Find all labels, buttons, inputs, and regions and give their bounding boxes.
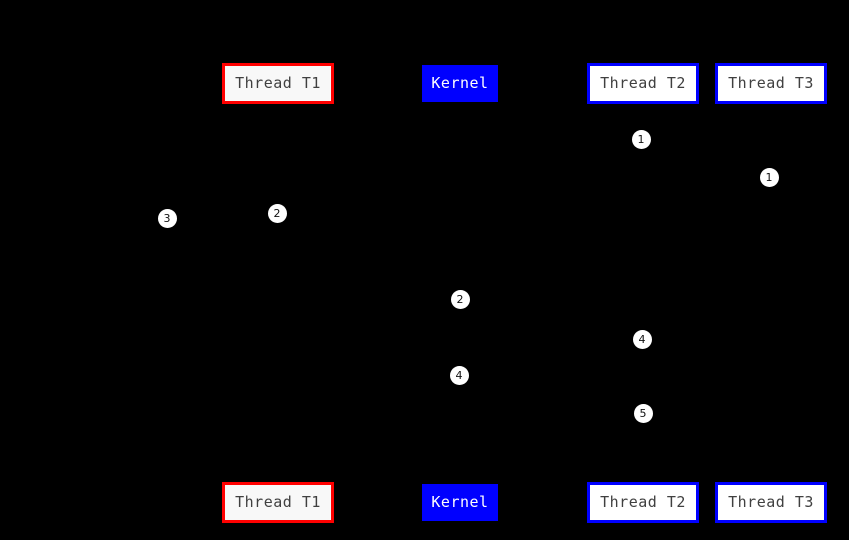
- step-number: 3: [163, 211, 171, 225]
- participant-t2-header[interactable]: Thread T2: [587, 63, 699, 104]
- participant-label: Kernel: [431, 74, 489, 92]
- step-badge-4-t2: 4: [632, 329, 652, 349]
- step-badge-4-kernel: 4: [449, 365, 469, 385]
- step-badge-1-t2: 1: [631, 129, 651, 149]
- lifeline-t3: [771, 104, 772, 482]
- participant-kernel-header[interactable]: Kernel: [422, 65, 498, 102]
- participant-label: Thread T1: [235, 493, 321, 511]
- step-number: 2: [273, 206, 281, 220]
- step-number: 1: [765, 170, 773, 184]
- participant-t1-header[interactable]: Thread T1: [222, 63, 334, 104]
- lifeline-t2: [643, 104, 644, 482]
- participant-t2-footer[interactable]: Thread T2: [587, 482, 699, 523]
- participant-t3-header[interactable]: Thread T3: [715, 63, 827, 104]
- step-number: 4: [455, 368, 463, 382]
- participant-label: Kernel: [431, 493, 489, 511]
- step-badge-3-t1: 3: [157, 208, 177, 228]
- step-badge-2-kernel: 2: [450, 289, 470, 309]
- step-number: 1: [637, 132, 645, 146]
- participant-label: Thread T3: [728, 493, 814, 511]
- participant-t3-footer[interactable]: Thread T3: [715, 482, 827, 523]
- participant-label: Thread T2: [600, 493, 686, 511]
- step-number: 5: [639, 406, 647, 420]
- step-badge-1-t3: 1: [759, 167, 779, 187]
- step-badge-2-t1: 2: [267, 203, 287, 223]
- lifeline-t1: [278, 104, 279, 482]
- participant-kernel-footer[interactable]: Kernel: [422, 484, 498, 521]
- step-badge-5-t2: 5: [633, 403, 653, 423]
- step-number: 2: [456, 292, 464, 306]
- participant-t1-footer[interactable]: Thread T1: [222, 482, 334, 523]
- participant-label: Thread T2: [600, 74, 686, 92]
- participant-label: Thread T1: [235, 74, 321, 92]
- participant-label: Thread T3: [728, 74, 814, 92]
- step-number: 4: [638, 332, 646, 346]
